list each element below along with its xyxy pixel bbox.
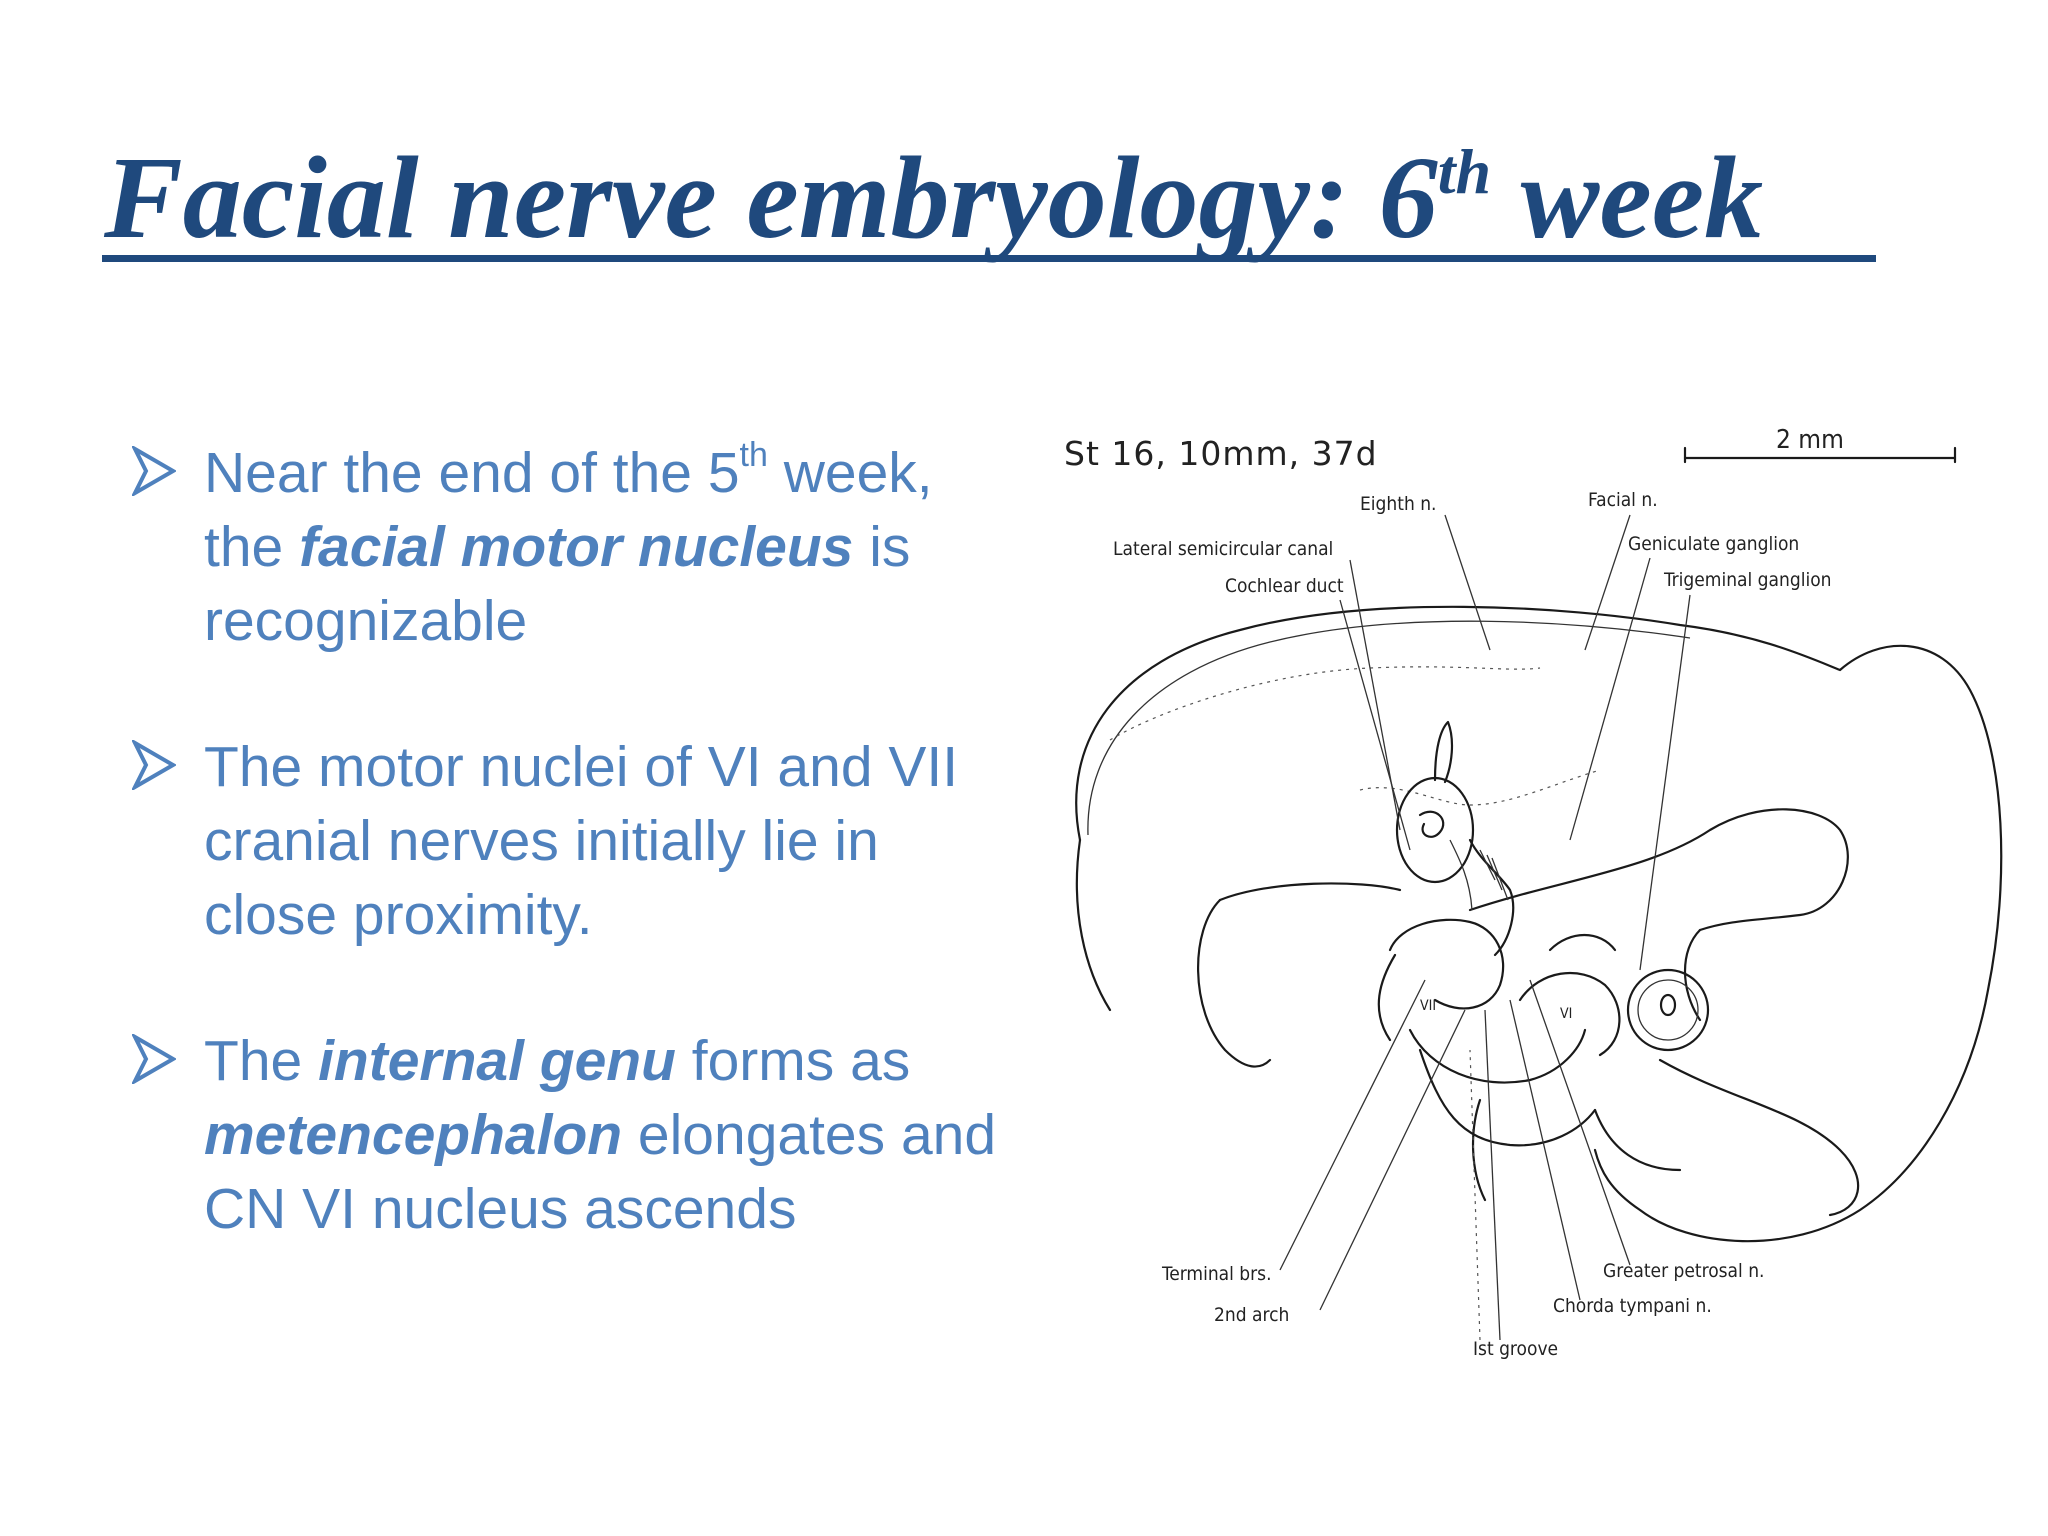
- leader-lines: [1279, 514, 1691, 1341]
- label-trigeminal-ganglion: Trigeminal ganglion: [1663, 569, 1832, 591]
- bullet-text-run: is recognizable: [204, 515, 911, 653]
- title-text-end: week: [1491, 132, 1764, 263]
- geniculate-region: [1377, 838, 1621, 1057]
- label-first-groove: Ist groove: [1473, 1338, 1558, 1360]
- bullet-text: The internal genu forms as metencephalon…: [204, 1024, 1000, 1246]
- label-second-arch: 2nd arch: [1214, 1304, 1289, 1326]
- title-underline: [102, 255, 1876, 262]
- bullet-text-run: week, the: [204, 441, 933, 579]
- bullet-item: Near the end of the 5th week, the facial…: [130, 436, 1000, 658]
- ganglion-ring: [1626, 968, 1710, 1052]
- label-terminal-branches: Terminal brs.: [1161, 1263, 1272, 1285]
- embryo-section-figure: St 16, 10mm, 37d 2 mm Eighth n. Facial n…: [1040, 410, 2040, 1390]
- bullet-text: Near the end of the 5th week, the facial…: [204, 436, 1000, 658]
- neural-tube: [1197, 808, 1860, 1217]
- arrowhead-bullet-icon: [132, 740, 176, 790]
- bullet-text-run: Near the end of the 5: [204, 441, 740, 505]
- label-greater-petrosal: Greater petrosal n.: [1603, 1260, 1764, 1282]
- label-lateral-canal: Lateral semicircular canal: [1113, 538, 1333, 560]
- bullet-text: The motor nuclei of VI and VII cranial n…: [204, 730, 1000, 952]
- label-tiny-vii: VII: [1420, 998, 1436, 1014]
- pharyngeal-arches: VII VI: [1408, 998, 1682, 1202]
- bullet-emphasis: metencephalon: [204, 1103, 623, 1167]
- label-facial-nerve: Facial n.: [1588, 489, 1658, 511]
- bullet-text-run: The motor nuclei of VI and VII cranial n…: [204, 735, 959, 947]
- bullet-emphasis: facial motor nucleus: [299, 515, 854, 579]
- title-superscript: th: [1437, 136, 1492, 207]
- scale-label: 2 mm: [1776, 425, 1844, 455]
- slide-title: Facial nerve embryology: 6th week: [104, 128, 1884, 268]
- label-tiny-vi: VI: [1560, 1006, 1572, 1022]
- stage-label: St 16, 10mm, 37d: [1064, 434, 1378, 473]
- embryo-section-diagram: St 16, 10mm, 37d 2 mm Eighth n. Facial n…: [1064, 425, 2003, 1360]
- arrowhead-bullet-icon: [132, 446, 176, 496]
- scale-bar: 2 mm: [1683, 425, 1957, 464]
- bullet-emphasis: internal genu: [318, 1029, 676, 1093]
- label-chorda-tympani: Chorda tympani n.: [1553, 1295, 1712, 1317]
- label-geniculate-ganglion: Geniculate ganglion: [1628, 533, 1799, 555]
- bullet-text-run: The: [204, 1029, 319, 1093]
- label-cochlear-duct: Cochlear duct: [1225, 575, 1344, 597]
- bullet-superscript: th: [739, 436, 768, 474]
- bullet-item: The internal genu forms as metencephalon…: [130, 1024, 1000, 1246]
- bullet-list: Near the end of the 5th week, the facial…: [130, 436, 1000, 1318]
- otic-vesicle: [1395, 720, 1475, 911]
- bullet-text-run: forms as: [675, 1029, 911, 1093]
- bullet-text-run: elongates and CN VI nucleus ascends: [204, 1103, 997, 1241]
- arrowhead-bullet-icon: [132, 1034, 176, 1084]
- label-eighth-nerve: Eighth n.: [1360, 493, 1436, 515]
- section-outline: [1075, 605, 2003, 1243]
- title-text: Facial nerve embryology: 6: [104, 132, 1438, 263]
- bullet-item: The motor nuclei of VI and VII cranial n…: [130, 730, 1000, 952]
